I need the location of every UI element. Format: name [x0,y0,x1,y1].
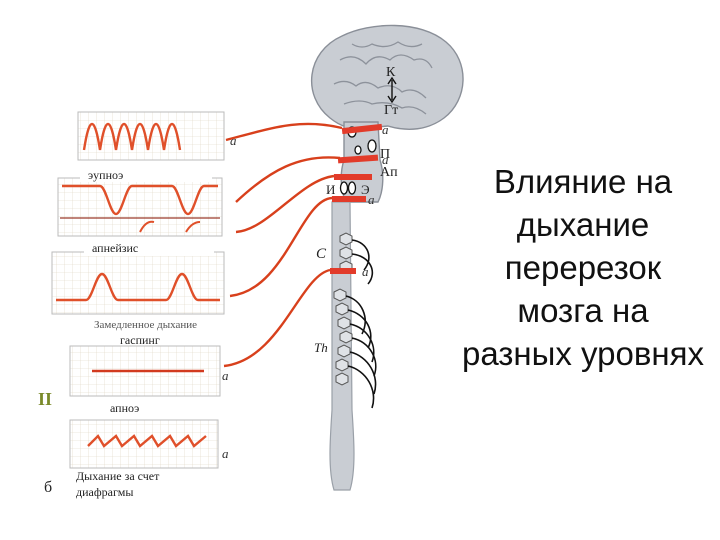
slide-title: Влияние на дыхание перерезок мозга на ра… [452,160,714,375]
label-diaphragm-2: диафрагмы [76,485,133,499]
cut-a5 [330,268,356,274]
label-diaphragm-1: Дыхание за счет [76,469,160,483]
label-I: И [326,182,335,197]
strip-eupnea [78,112,224,160]
label-Th: Th [314,340,328,355]
cut-a3 [334,174,372,180]
cut-letter-1: а [230,133,237,148]
strip-gasping [70,346,220,396]
strip-apneusis [58,178,222,236]
brain-illustration [312,25,463,490]
strip-apnea [70,420,218,468]
nerve-leads [224,124,342,366]
label-Gt: Гт [384,103,398,118]
label-P: П [380,147,390,162]
title-line-5: разных уровнях [452,332,714,375]
label-gasping: гаспинг [120,333,160,347]
title-line-3: перерезок [452,246,714,289]
cut-letter-6: а [222,368,229,383]
label-K: К [386,65,396,80]
title-line-4: мозга на [452,289,714,332]
strip-slow-breathing [52,252,224,314]
label-eupnea: эупноэ [88,168,123,182]
cut-letter-5: а [362,264,369,279]
label-slow-breathing: Замедленное дыхание [94,319,197,331]
label-apnea: апноэ [110,401,139,415]
cut-letter-7: а [222,446,229,461]
cut-letter-2: а [382,122,389,137]
label-E: Э [361,182,370,197]
title-line-1: Влияние на [452,160,714,203]
panel-marker-letter: б [44,479,52,496]
title-line-2: дыхание [452,203,714,246]
panel-marker-roman: II [38,389,52,409]
label-An: Ап [380,165,398,180]
label-C: C [316,246,327,262]
label-apneusis: апнейзис [92,241,138,255]
